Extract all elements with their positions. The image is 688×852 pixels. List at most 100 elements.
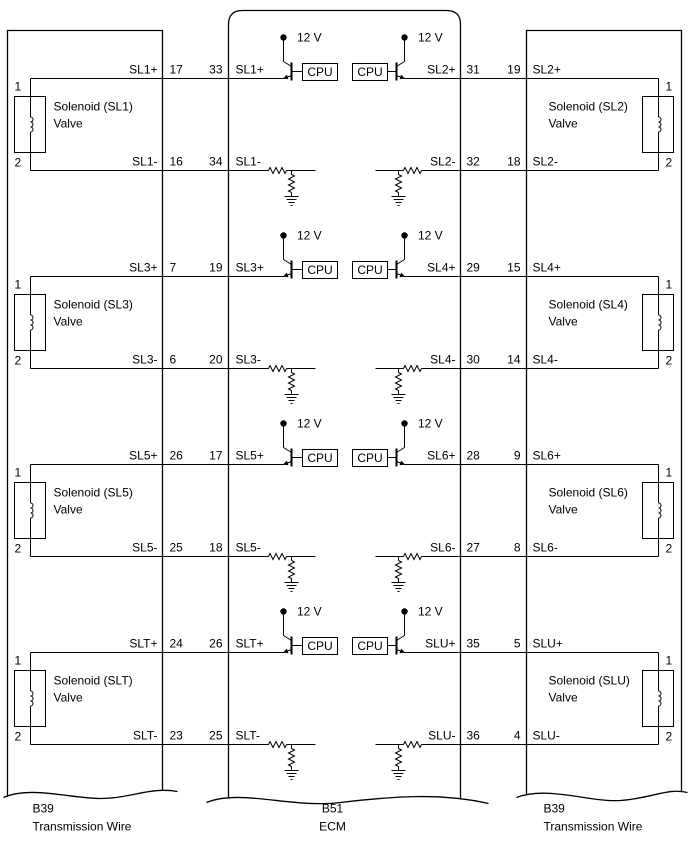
coil-icon <box>30 690 34 707</box>
cpu-box <box>302 637 338 655</box>
b51-signal-label-minus: SLT- <box>236 729 260 743</box>
b51-pin-number-minus: 27 <box>467 541 481 555</box>
transistor-emitter <box>396 74 405 80</box>
b39-signal-label-minus: SL5- <box>132 541 157 555</box>
left-connector-code: B39 <box>33 802 55 816</box>
transistor-collector <box>396 447 405 453</box>
ground-icon <box>391 196 406 206</box>
resistor-symbol <box>287 560 296 579</box>
cpu-label: CPU <box>357 639 382 653</box>
b51-pin-number-minus: 25 <box>209 729 223 743</box>
b39-pin-number-plus: 9 <box>514 449 521 463</box>
cpu-box <box>302 449 338 467</box>
b39-signal-label-plus: SL1+ <box>129 63 157 77</box>
resistor-symbol <box>287 174 296 193</box>
cpu-label: CPU <box>357 263 382 277</box>
b39-pin-number-minus: 16 <box>170 155 184 169</box>
b39-pin-number-minus: 25 <box>170 541 184 555</box>
terminal-1-label: 1 <box>666 278 673 292</box>
ecm-connector-code: B51 <box>322 802 344 816</box>
right-connector-outline <box>525 29 683 795</box>
solenoid-name: Solenoid (SL4) <box>549 298 628 312</box>
b51-pin-number-plus: 19 <box>209 261 223 275</box>
transistor-collector <box>396 635 405 641</box>
b51-signal-label-plus: SL5+ <box>236 449 264 463</box>
resistor-symbol <box>394 174 403 193</box>
b39-pin-number-minus: 18 <box>507 155 521 169</box>
terminal-1-label: 1 <box>15 654 22 668</box>
b39-pin-number-plus: 19 <box>507 63 521 77</box>
cpu-label: CPU <box>357 451 382 465</box>
transistor-emitter <box>283 272 292 278</box>
b51-signal-label-minus: SL1- <box>236 155 261 169</box>
b39-pin-number-plus: 24 <box>170 637 184 651</box>
transistor-emitter <box>396 272 405 278</box>
ground-icon <box>284 770 299 780</box>
right-connector-code: B39 <box>544 802 566 816</box>
solenoid-name-line2: Valve <box>54 691 83 705</box>
left-connector-outline <box>6 29 164 796</box>
solenoid-name-line2: Valve <box>549 117 578 131</box>
terminal-1-label: 1 <box>666 80 673 94</box>
terminal-2-label: 2 <box>15 730 22 744</box>
b39-signal-label-minus: SL3- <box>132 353 157 367</box>
pull-down-resistor <box>391 556 406 592</box>
coil-icon <box>30 502 34 519</box>
b39-signal-label-minus: SL4- <box>533 353 558 367</box>
b39-signal-label-minus: SL1- <box>132 155 157 169</box>
b51-pin-number-plus: 17 <box>209 449 223 463</box>
ground-icon <box>284 196 299 206</box>
series-resistor <box>403 552 422 561</box>
solenoid-name-line2: Valve <box>54 315 83 329</box>
transistor-collector <box>283 259 292 265</box>
cpu-label: CPU <box>357 65 382 79</box>
coil-icon <box>30 314 34 331</box>
solenoid-name: Solenoid (SL5) <box>54 486 133 500</box>
series-resistor <box>403 740 422 749</box>
transistor-collector <box>283 447 292 453</box>
pull-down-resistor <box>391 744 406 780</box>
cpu-box <box>352 261 388 279</box>
b51-signal-label-minus: SL3- <box>236 353 261 367</box>
cpu-box <box>352 637 388 655</box>
terminal-1-label: 1 <box>666 466 673 480</box>
diagram-canvas: B39 Transmission Wire B51 ECM B39 Transm… <box>3 9 688 834</box>
b39-signal-label-plus: SL4+ <box>533 261 561 275</box>
cpu-box <box>302 63 338 81</box>
transistor-emitter <box>283 648 292 654</box>
b39-signal-label-minus: SL2- <box>533 155 558 169</box>
b51-pin-number-plus: 33 <box>209 63 223 77</box>
resistor-symbol <box>394 748 403 767</box>
terminal-2-label: 2 <box>666 156 673 170</box>
terminal-1-label: 1 <box>15 466 22 480</box>
supply-voltage-label: 12 V <box>418 605 443 619</box>
b51-pin-number-minus: 20 <box>209 353 223 367</box>
b39-signal-label-plus: SL3+ <box>129 261 157 275</box>
b39-signal-label-minus: SLU- <box>533 729 560 743</box>
supply-voltage-label: 12 V <box>297 229 322 243</box>
transistor-emitter <box>396 460 405 466</box>
terminal-2-label: 2 <box>15 156 22 170</box>
right-connector-torn-edge <box>516 790 688 802</box>
coil-icon <box>658 116 662 133</box>
b39-pin-number-minus: 6 <box>170 353 177 367</box>
terminal-2-label: 2 <box>15 354 22 368</box>
ground-icon <box>391 394 406 404</box>
supply-voltage-label: 12 V <box>297 605 322 619</box>
cpu-box <box>352 63 388 81</box>
